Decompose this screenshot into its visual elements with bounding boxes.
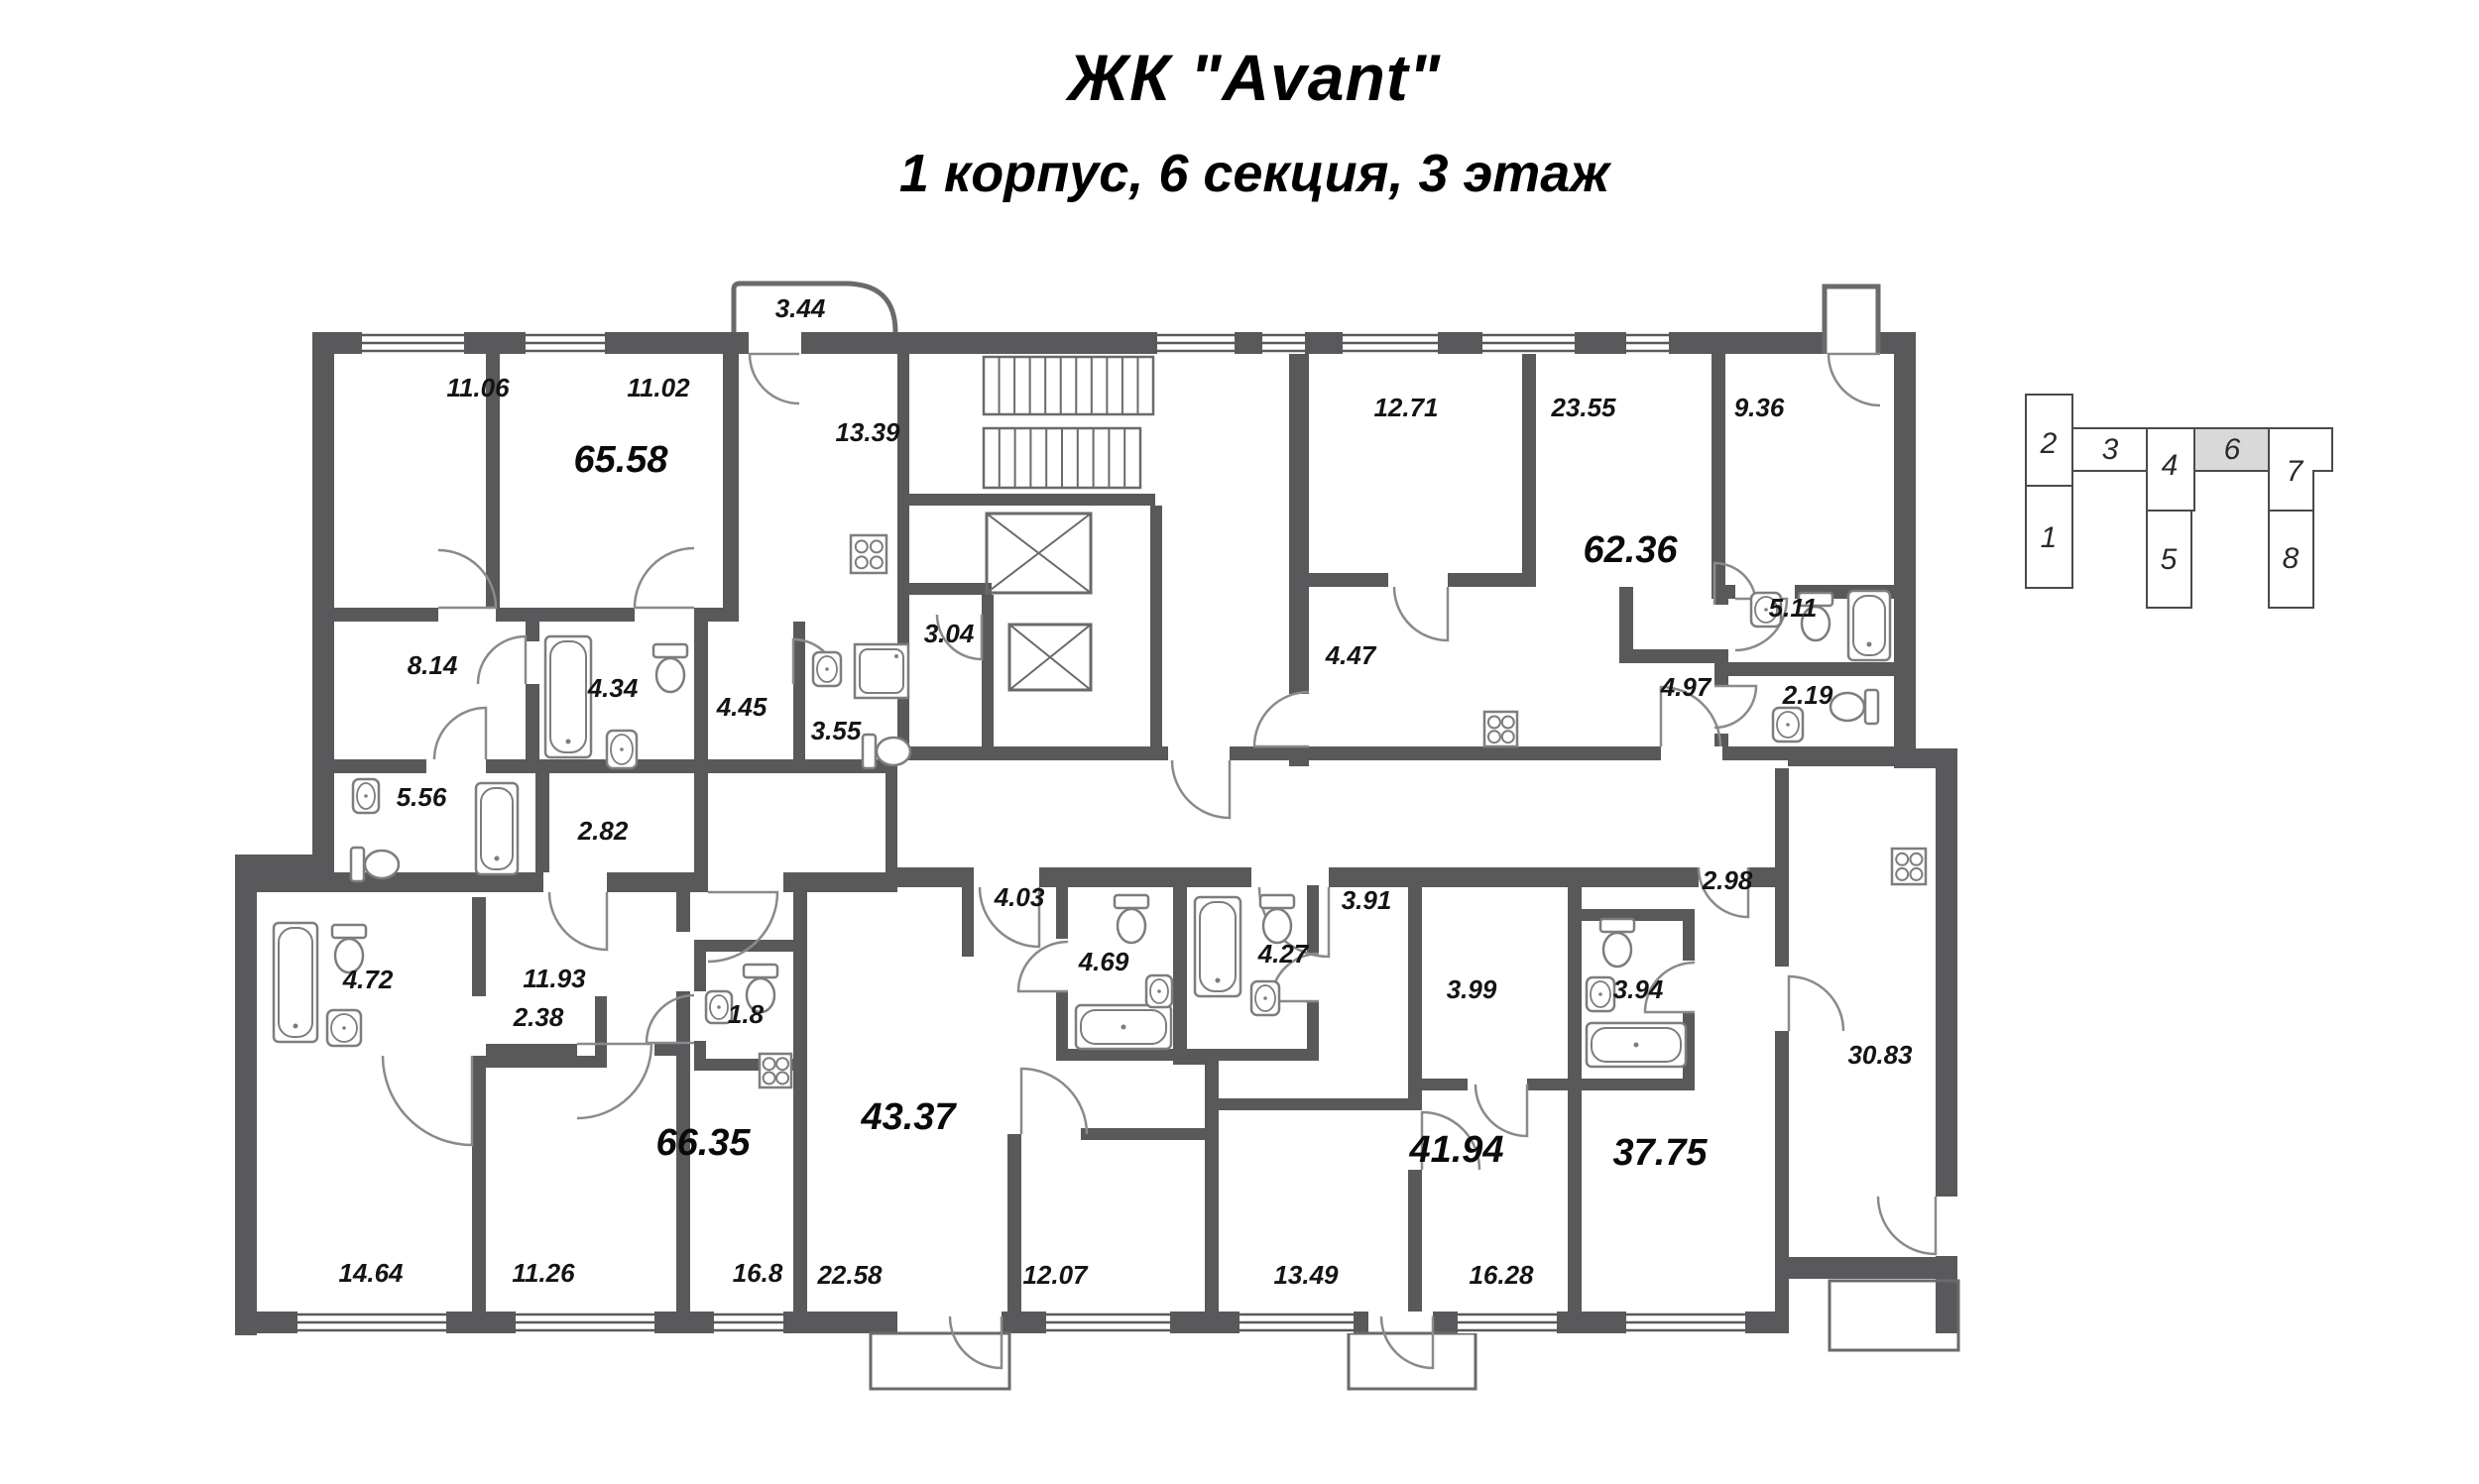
room-area-label: 23.55 <box>1550 393 1616 422</box>
room-area-label: 4.45 <box>716 692 767 722</box>
walls-layer <box>235 332 1957 1335</box>
room-area-label: 2.98 <box>1702 865 1753 895</box>
room-area-label: 3.44 <box>775 293 826 323</box>
room-area-label: 3.55 <box>811 716 862 745</box>
room-area-label: 4.27 <box>1257 939 1310 969</box>
room-area-label: 4.03 <box>994 882 1045 912</box>
room-area-label: 2.19 <box>1782 680 1833 710</box>
room-area-label: 3.91 <box>1342 885 1392 915</box>
room-area-label: 11.26 <box>512 1258 575 1288</box>
room-area-label: 11.93 <box>523 964 586 993</box>
minimap-section-number: 3 <box>2102 433 2119 466</box>
apartment-area-label: 62.36 <box>1583 529 1678 571</box>
minimap-section-number: 5 <box>2161 543 2178 576</box>
room-area-label: 11.06 <box>446 373 510 402</box>
room-area-label: 13.49 <box>1273 1260 1339 1290</box>
room-area-label: 12.07 <box>1022 1260 1089 1290</box>
minimap-section-number: 4 <box>2162 449 2179 482</box>
room-area-label: 4.72 <box>342 965 394 994</box>
plan-title: ЖК "Avant" <box>1067 41 1442 114</box>
room-area-label: 22.58 <box>816 1260 883 1290</box>
minimap-section <box>2146 427 2195 512</box>
apartment-area-label: 66.35 <box>655 1122 751 1164</box>
minimap-section <box>2146 510 2192 609</box>
room-area-label: 16.28 <box>1469 1260 1534 1290</box>
room-area-label: 13.39 <box>835 417 900 447</box>
plan-subtitle: 1 корпус, 6 секция, 3 этаж <box>898 144 1610 203</box>
apartment-area-label: 43.37 <box>860 1096 957 1138</box>
section-minimap: 1 2 3 4 5 6 7 8 <box>2025 394 2333 609</box>
apartment-area-label: 37.75 <box>1612 1132 1708 1174</box>
room-area-label: 30.83 <box>1847 1040 1913 1070</box>
room-area-label: 4.47 <box>1325 640 1377 670</box>
minimap-section-number: 8 <box>2283 542 2300 575</box>
plan-header: ЖК "Avant" 1 корпус, 6 секция, 3 этаж <box>0 40 2479 204</box>
room-area-label: 9.36 <box>1734 393 1785 422</box>
thin-structures-layer <box>731 281 1960 1391</box>
room-area-label: 2.38 <box>513 1002 564 1032</box>
room-area-label: 5.11 <box>1769 593 1818 623</box>
room-area-label: 4.69 <box>1078 947 1129 976</box>
room-area-label: 12.71 <box>1373 393 1438 422</box>
minimap-section <box>2268 510 2314 609</box>
room-area-label: 14.64 <box>338 1258 404 1288</box>
minimap-section-number: 2 <box>2040 427 2058 460</box>
room-area-label: 2.82 <box>577 816 629 846</box>
room-area-label: 4.34 <box>587 673 639 703</box>
apartment-area-label: 41.94 <box>1408 1129 1503 1171</box>
doors-layer <box>381 352 1938 1370</box>
room-area-label: 5.56 <box>397 782 447 812</box>
area-labels-layer: 3.44 11.06 11.02 13.39 12.71 23.55 9.36 3.04 8.1… <box>338 293 1913 1290</box>
room-area-label: 16.8 <box>733 1258 783 1288</box>
room-area-label: 3.04 <box>924 619 975 648</box>
minimap-section-number: 6 <box>2224 433 2241 466</box>
apartment-area-label: 65.58 <box>573 439 668 481</box>
room-area-label: 3.94 <box>1613 974 1664 1004</box>
minimap-section <box>2025 485 2073 589</box>
room-area-label: 4.97 <box>1660 672 1712 702</box>
minimap-section-number: 7 <box>2287 455 2304 488</box>
minimap-section-number: 1 <box>2041 521 2058 554</box>
room-area-label: 11.02 <box>627 373 690 402</box>
room-area-label: 8.14 <box>408 650 458 680</box>
room-area-label: 3.99 <box>1447 974 1497 1004</box>
windows-layer <box>297 332 1745 1333</box>
fixtures-layer <box>272 533 1928 1089</box>
room-area-label: 1.8 <box>728 999 765 1029</box>
